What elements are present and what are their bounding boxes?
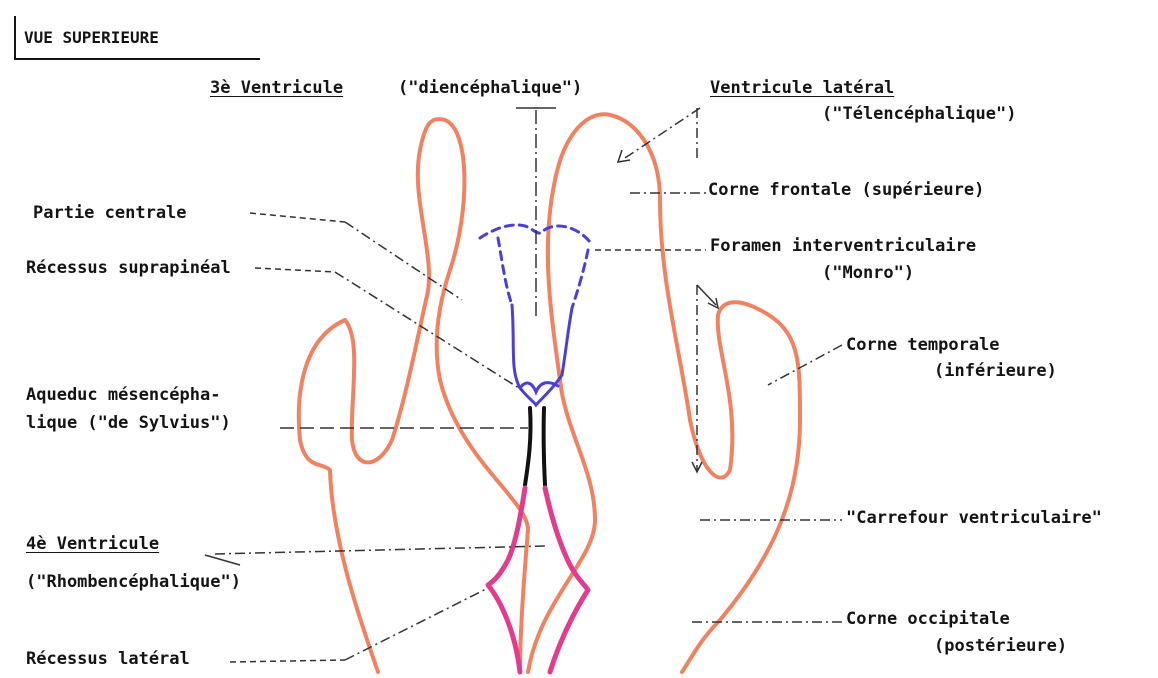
aqueduct-right-wall — [544, 408, 545, 485]
label-carrefour: "Carrefour ventriculaire" — [846, 508, 1102, 528]
third-ventricle-dashed-right-wall — [572, 250, 588, 308]
diagram-title: VUE SUPERIEURE — [24, 28, 159, 48]
label-frontal-horn: Corne frontale (supérieure) — [708, 180, 984, 200]
label-temporal-horn-sub: (inférieure) — [934, 361, 1057, 381]
third-ventricle-dashed-left-wall — [498, 238, 512, 305]
label-aqueduct-sub: lique ("de Sylvius") — [26, 413, 231, 433]
arrowhead-monro-side — [708, 298, 718, 308]
title-bracket-vertical — [14, 16, 16, 60]
label-aqueduct: Aqueduc mésencépha- — [26, 385, 220, 405]
leader-fourth-ventricle — [215, 546, 545, 554]
title-bracket-horizontal — [14, 58, 260, 60]
leader-temporal-horn — [768, 345, 842, 385]
label-fourth-ventricle-sub: ("Rhombencéphalique") — [26, 572, 241, 592]
leader-lateral-recess-diag — [345, 588, 488, 660]
leader-suprapineal — [255, 268, 335, 272]
label-third-ventricle-sub: ("diencéphalique") — [398, 78, 582, 98]
label-fourth-ventricle: 4è Ventricule — [26, 534, 159, 554]
label-foramen-sub: ("Monro") — [822, 263, 914, 283]
label-third-ventricle: 3è Ventricule — [210, 78, 343, 98]
label-lateral-ventricle-sub: ("Télencéphalique") — [822, 104, 1016, 124]
label-occipital-horn-sub: (postérieure) — [934, 636, 1067, 656]
leader-lateral-recess — [230, 660, 345, 662]
label-suprapineal-recess: Récessus suprapinéal — [26, 258, 231, 278]
leader-central-part — [250, 213, 345, 222]
label-temporal-horn: Corne temporale — [846, 335, 1000, 355]
label-foramen: Foramen interventriculaire — [710, 236, 976, 256]
third-ventricle-dashed-roof — [480, 225, 590, 242]
label-lateral-ventricle: Ventricule latéral — [710, 78, 894, 98]
leader-fourth-ventricle-underline — [205, 555, 240, 565]
label-central-part: Partie centrale — [33, 203, 187, 223]
label-lateral-recess: Récessus latéral — [26, 649, 190, 669]
leader-monro-arrow — [697, 285, 716, 305]
aqueduct-left-wall — [525, 408, 531, 485]
label-occipital-horn: Corne occipitale — [846, 609, 1010, 629]
